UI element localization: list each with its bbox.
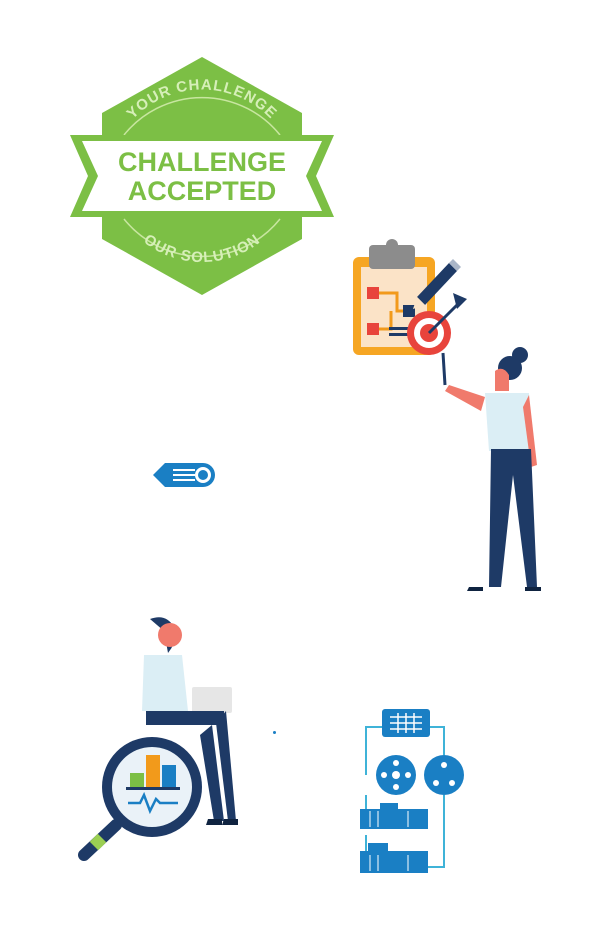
standing-woman-figure [445, 347, 541, 591]
magnifier-analytics-icon [78, 737, 202, 861]
analysis-woman-illustration [76, 615, 246, 865]
planning-woman-illustration [345, 235, 555, 595]
badge-title-line2: ACCEPTED [128, 176, 277, 206]
system-diagram-icon [358, 705, 468, 877]
pencil-tag-icon [151, 461, 217, 489]
target-dart-icon [407, 293, 467, 386]
challenge-accepted-badge: YOUR CHALLENGE OUR SOLUTION CHALLENGE AC… [68, 55, 336, 297]
pencil-icon [413, 259, 461, 309]
badge-title-line1: CHALLENGE [118, 147, 286, 177]
seated-woman-figure [142, 617, 238, 825]
decorative-dot [273, 731, 276, 734]
